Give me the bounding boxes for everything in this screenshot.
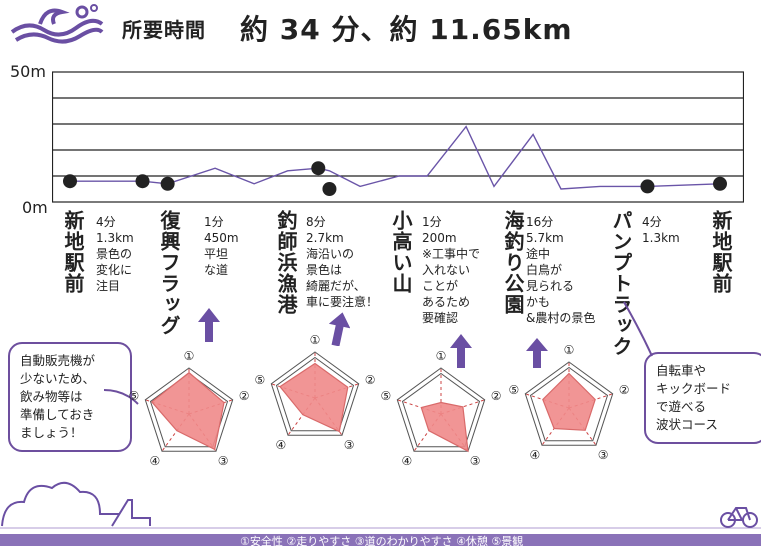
y-tick-label-max: 50m <box>10 62 46 81</box>
radar-value-area <box>150 371 225 451</box>
stop-marker <box>311 161 326 176</box>
radar-axis-label: ④ <box>402 454 413 468</box>
wave-logo-icon <box>10 4 104 44</box>
radar-value-area <box>542 372 596 431</box>
radar-axis-label: ① <box>564 343 575 357</box>
station-label-small-hill: 小高い山 <box>389 210 413 294</box>
station-label-tsurushi-port: 釣師浜漁港 <box>274 210 298 315</box>
station-label-shinchi-start: 新地駅前 <box>61 210 85 294</box>
radar-grid <box>401 372 481 448</box>
stop-marker <box>160 176 175 191</box>
boat-icon <box>111 499 151 527</box>
radar-grid <box>144 367 234 452</box>
bicycle-icon <box>720 507 758 528</box>
title-label: 所要時間 <box>122 18 206 42</box>
radar-axis-label: ① <box>436 349 447 363</box>
radar-value-area <box>420 401 469 453</box>
elevation-line <box>70 125 721 190</box>
cloud-icon <box>1 481 120 527</box>
radar-grid <box>529 366 609 442</box>
note-pointer <box>623 301 653 357</box>
note-vending-machine: 自動販売機が 少ないため、 飲み物等は 準備しておき ましょう！ <box>8 342 132 452</box>
radar-axis-label: ④ <box>150 454 161 468</box>
radar-chart-2: ① ② ③ ④ ⑤ <box>254 333 376 452</box>
stop-marker <box>135 174 150 189</box>
segment-info-3: 8分 2.7km 海沿いの 景色は 綺麗だが、 車に要注意！ <box>306 215 379 309</box>
segment-info-2: 1分 450m 平坦 な道 <box>204 215 239 277</box>
radar-chart-4: ① ② ③ ④ ⑤ <box>508 343 630 462</box>
up-arrow-icon <box>328 312 350 346</box>
radar-chart-1: ① ② ③ ④ ⑤ <box>128 349 250 468</box>
up-arrow-icon <box>198 308 220 342</box>
bottom-decoration <box>0 481 761 529</box>
radar-chart-3: ① ② ③ ④ ⑤ <box>380 349 502 468</box>
note-pump-track: 自転車や キックボード で遊べる 波状コース <box>644 352 761 444</box>
radar-grid <box>524 361 614 446</box>
station-label-fukko-flag: 復興フラッグ <box>157 210 181 336</box>
radar-grid <box>396 367 486 452</box>
stop-marker <box>713 176 727 191</box>
footer-legend: ①安全性 ②走りやすさ ③道のわかりやすさ ④休憩 ⑤景観 <box>240 535 524 548</box>
radar-axis-label: ② <box>365 373 376 387</box>
station-label-fishing-park: 海釣り公園 <box>501 210 525 315</box>
radar-axis-label: ④ <box>276 438 287 452</box>
radar-axis-label: ③ <box>344 438 355 452</box>
note-pointer <box>104 389 139 405</box>
radar-grid <box>270 351 360 436</box>
segment-info-5: 16分 5.7km 途中 白鳥が 見られる かも &農村の景色 <box>526 215 596 325</box>
stop-marker <box>640 179 655 194</box>
radar-axis-label: ③ <box>598 448 609 462</box>
title-row: 所要時間 約 34 分、約 11.65km <box>0 0 761 60</box>
radar-axis-label: ③ <box>218 454 229 468</box>
elevation-chart <box>52 71 744 203</box>
radar-axis-label: ① <box>310 333 321 347</box>
radar-value-area <box>279 362 349 433</box>
radar-grid <box>275 356 355 432</box>
segment-info-1: 4分 1.3km 景色の 変化に 注目 <box>96 215 134 293</box>
radar-axis-label: ② <box>619 383 630 397</box>
footer-bar <box>0 534 761 546</box>
station-label-pump-track: パンプトラック <box>609 210 633 357</box>
chart-frame <box>52 71 744 203</box>
station-label-shinchi-end: 新地駅前 <box>709 210 733 294</box>
title-value: 約 34 分、約 11.65km <box>240 13 573 46</box>
radar-axis-label: ④ <box>530 448 541 462</box>
y-tick-label-min: 0m <box>22 198 48 217</box>
radar-axis-label: ⑤ <box>128 389 139 403</box>
radar-axis-label: ② <box>239 389 250 403</box>
radar-axis-label: ② <box>491 389 502 403</box>
radar-axis-label: ① <box>184 349 195 363</box>
radar-axis-label: ⑤ <box>508 383 519 397</box>
segment-info-6: 4分 1.3km <box>642 215 680 245</box>
stop-marker <box>63 174 77 189</box>
radar-axis-label: ⑤ <box>254 373 265 387</box>
up-arrow-icon <box>450 334 472 368</box>
radar-grid <box>149 372 229 448</box>
radar-axis-label: ③ <box>470 454 481 468</box>
stop-marker <box>322 182 337 196</box>
radar-axis-label: ⑤ <box>380 389 391 403</box>
segment-info-4: 1分 200m ※工事中で 入れない ことが あるため 要確認 <box>422 215 481 325</box>
up-arrow-icon <box>526 338 548 368</box>
